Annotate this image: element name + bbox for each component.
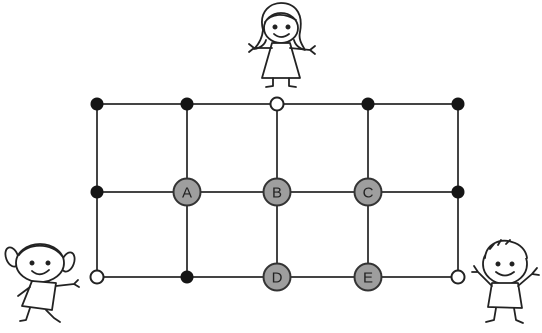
girl-top-icon <box>248 2 316 88</box>
filled-node <box>90 185 104 199</box>
node-label: C <box>363 185 374 202</box>
open-nodes <box>89 96 466 285</box>
filled-node <box>361 97 375 111</box>
node-label: A <box>182 185 192 202</box>
open-node <box>269 96 285 112</box>
labeled-node-c: C <box>353 177 383 207</box>
filled-node <box>90 97 104 111</box>
node-label: D <box>272 270 283 287</box>
node-label: E <box>363 270 373 287</box>
node-label: B <box>272 185 282 202</box>
labeled-node-d: D <box>262 262 292 292</box>
filled-node <box>451 185 465 199</box>
filled-node <box>180 270 194 284</box>
filled-node <box>180 97 194 111</box>
labeled-node-a: A <box>172 177 202 207</box>
girl-left-icon <box>4 243 80 323</box>
open-node <box>89 269 105 285</box>
labeled-node-b: B <box>262 177 292 207</box>
open-node <box>450 269 466 285</box>
labeled-node-e: E <box>353 262 383 292</box>
filled-node <box>451 97 465 111</box>
filled-nodes <box>90 97 465 284</box>
boy-right-icon <box>471 239 540 324</box>
